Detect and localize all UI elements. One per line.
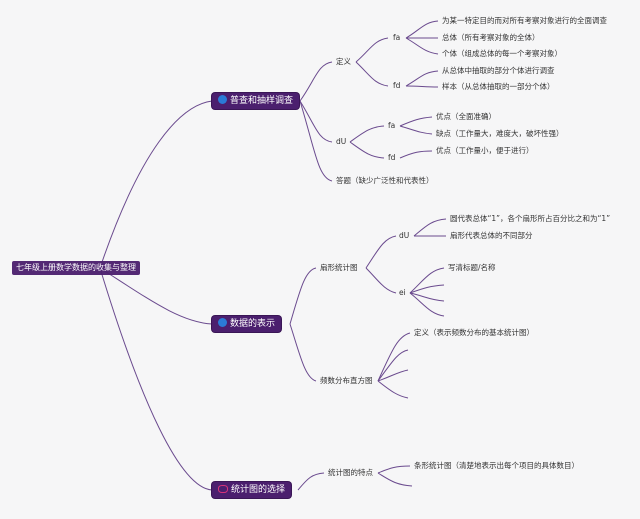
connector-root-b1 <box>99 100 213 269</box>
connector-dufd-1 <box>399 150 433 159</box>
topic-du-fa-item[interactable]: 优点（全面准确） <box>436 112 496 121</box>
connector-def-fa <box>355 37 389 63</box>
topic-chart-features-item[interactable]: 条形统计图（清楚地表示出每个项目的具体数目） <box>414 461 579 470</box>
topic-pie-ei[interactable]: ei <box>399 288 406 297</box>
connector-dufa-1 <box>399 116 433 127</box>
branch-node-label: 统计图的选择 <box>231 485 286 495</box>
topic-answer[interactable]: 答题（缺少广泛性和代表性） <box>336 176 434 185</box>
connector-fa-3 <box>405 37 439 55</box>
topic-du[interactable]: dU <box>336 137 347 146</box>
connector-hist-4 <box>377 380 409 399</box>
connector-piedu-1 <box>413 218 447 237</box>
topic-histogram-item[interactable]: 定义（表示频数分布的基本统计图） <box>414 328 534 337</box>
connector-pieei-1 <box>409 267 445 294</box>
topic-du-fa[interactable]: fa <box>388 121 396 130</box>
connector-b1-du <box>299 100 333 143</box>
branch-node-label: 数据的表示 <box>230 319 276 329</box>
connector-root-b2 <box>99 267 213 325</box>
topic-pie-du-item[interactable]: 圆代表总体“1”，各个扇形所占百分比之和为“1” <box>450 214 611 223</box>
topic-fd-item[interactable]: 样本（从总体抽取的一部分个体） <box>442 82 555 91</box>
topic-definition[interactable]: 定义 <box>336 57 351 66</box>
eye-icon <box>218 484 228 493</box>
globe-icon <box>218 318 227 327</box>
connector-fa-1 <box>405 20 439 39</box>
connector-fd-2 <box>405 85 439 88</box>
topic-du-fd[interactable]: fd <box>388 153 396 162</box>
connector-du-fd <box>349 141 385 159</box>
branch-node-data-representation[interactable]: 数据的表示 <box>212 316 282 332</box>
topic-histogram[interactable]: 频数分布直方图 <box>320 376 373 385</box>
connector-b1-def <box>299 61 333 102</box>
connector-hist-3 <box>377 369 409 382</box>
topic-fa-item[interactable]: 个体（组成总体的每一个考察对象） <box>442 49 562 58</box>
connector-b2-pie <box>289 267 317 325</box>
root-node-label: 七年级上册数学数据的收集与整理 <box>16 263 136 272</box>
connector-root-b3 <box>99 267 213 491</box>
topic-pie-ei-item[interactable]: 写清标题/名称 <box>448 263 496 272</box>
topic-du-fd-item[interactable]: 优点（工作量小，便于进行） <box>436 146 534 155</box>
connector-pieei-4 <box>409 292 445 317</box>
branch-node-survey[interactable]: 普查和抽样调查 <box>212 93 300 109</box>
connector-b1-answer <box>299 100 333 182</box>
connector-hist-2 <box>377 349 409 382</box>
connector-feat-1 <box>377 465 411 474</box>
topic-fa-item[interactable]: 总体（所有考察对象的全体） <box>442 33 540 42</box>
connector-fd-1 <box>405 70 439 87</box>
topic-pie-du[interactable]: dU <box>399 231 410 240</box>
topic-du-fa-item[interactable]: 缺点（工作量大，难度大，破坏性强） <box>436 129 564 138</box>
topic-pie-chart[interactable]: 扇形统计图 <box>320 263 358 272</box>
connector-du-fa <box>349 125 385 143</box>
topic-chart-features[interactable]: 统计图的特点 <box>328 468 373 477</box>
branch-node-label: 普查和抽样调查 <box>230 96 294 106</box>
topic-pie-du-item[interactable]: 扇形代表总体的不同部分 <box>450 231 533 240</box>
topic-fd[interactable]: fd <box>393 81 401 90</box>
connector-pieei-2 <box>409 284 445 294</box>
connector-pieei-3 <box>409 292 445 302</box>
connector-def-fd <box>355 61 389 87</box>
topic-fa-item[interactable]: 为某一特定目的而对所有考察对象进行的全面调查 <box>442 16 607 25</box>
connector-dufa-2 <box>399 125 433 135</box>
connector-feat-2 <box>377 472 413 487</box>
topic-fa[interactable]: fa <box>393 33 401 42</box>
root-node[interactable]: 七年级上册数学数据的收集与整理 <box>12 261 140 275</box>
connector-b2-hist <box>289 323 317 382</box>
topic-fd-item[interactable]: 从总体中抽取的部分个体进行调查 <box>442 66 555 75</box>
connector-b3-feat <box>297 472 325 491</box>
connector-pie-du <box>365 235 397 269</box>
connector-hist-1 <box>377 332 411 382</box>
globe-icon <box>218 95 227 104</box>
connector-pie-ei <box>365 267 397 294</box>
branch-node-chart-choice[interactable]: 统计图的选择 <box>212 482 292 498</box>
